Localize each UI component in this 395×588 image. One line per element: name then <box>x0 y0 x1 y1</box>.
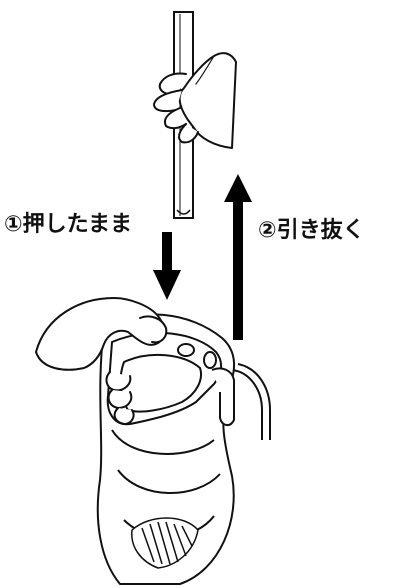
vent-grille <box>131 517 199 569</box>
step-2-label: ②引き抜く <box>258 212 365 244</box>
upper-hand <box>153 52 237 149</box>
lower-hand <box>35 297 168 425</box>
step-1-text: 押したまま <box>22 212 132 237</box>
step-1-number: ① <box>4 212 23 237</box>
vacuum-body <box>96 313 271 585</box>
step-2-text: 引き抜く <box>276 218 365 243</box>
step-1-label: ①押したまま <box>4 206 132 238</box>
step-2-number: ② <box>258 218 277 243</box>
push-down-arrow-icon <box>153 232 181 300</box>
pull-up-arrow-icon <box>224 174 252 340</box>
